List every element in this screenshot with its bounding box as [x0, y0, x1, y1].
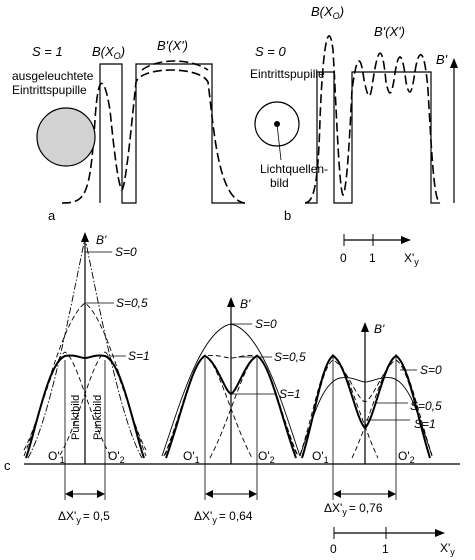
panel-b-image-profile — [304, 35, 441, 204]
scale-bottom-tick-0-label: 0 — [330, 542, 337, 556]
c-mid-delta-label: ΔX'y= 0,64 — [194, 509, 253, 525]
scale-top: 0 1 X'y — [340, 234, 419, 267]
c-left-psf-2 — [59, 351, 147, 456]
c-mid-delta-arrow-l — [205, 490, 213, 498]
c-right-axis-arrowhead — [361, 322, 369, 332]
panel-c-middle: S=0 S=0,5 S=1 B' O'1 O'2 ΔX'y= 0,64 — [161, 297, 306, 525]
c-right-delta-arrow-r — [388, 490, 396, 498]
scale-bottom: 0 1 X'y — [330, 527, 455, 557]
c-right-o1-label: O'1 — [312, 449, 329, 465]
panel-a-image-profile-cap — [141, 60, 209, 71]
panel-c: c S=0 S=0,5 S=1 B' Punktbild Punkt — [4, 232, 460, 525]
c-mid-psf-2 — [209, 354, 298, 459]
c-mid-label-s05: S=0,5 — [274, 350, 306, 364]
scale-top-tick-0-label: 0 — [340, 251, 347, 265]
c-right-label-s05: S=0,5 — [410, 399, 442, 413]
panel-b-s-label: S = 0 — [255, 44, 286, 59]
c-right-curve-s0 — [299, 377, 433, 457]
c-left-o2-label: O'2 — [108, 449, 125, 465]
panel-b-object-profile — [305, 71, 440, 204]
panel-a-letter: a — [48, 208, 56, 223]
panel-b-axis-label: B' — [436, 52, 448, 67]
c-mid-o1-label: O'1 — [183, 449, 200, 465]
c-mid-label-s1: S=1 — [279, 387, 301, 401]
panel-b-letter: b — [284, 208, 291, 223]
c-right-psf-1 — [299, 354, 379, 459]
scale-bottom-arrowhead — [435, 529, 445, 537]
c-left-label-s05: S=0,5 — [116, 296, 148, 310]
panel-c-letter: c — [4, 458, 11, 473]
c-left-o1-label: O'1 — [48, 449, 65, 465]
c-left-label-s1: S=1 — [128, 349, 150, 363]
c-mid-psf-1 — [164, 354, 253, 459]
panel-b-source-label-2: bild — [270, 176, 289, 190]
panel-b-image-label: B'(X') — [374, 24, 405, 39]
c-left-punktbild-1: Punktbild — [70, 395, 82, 440]
c-mid-axis-label: B' — [240, 297, 251, 311]
c-right-axis-label: B' — [374, 322, 385, 336]
c-right-label-s0: S=0 — [420, 363, 442, 377]
c-left-curve-s0 — [27, 237, 143, 459]
c-right-o2-label: O'2 — [398, 449, 415, 465]
panel-a-pupil-label-1: ausgeleuchtete — [12, 69, 94, 83]
panel-c-left: S=0 S=0,5 S=1 B' Punktbild Punktbild O'1… — [23, 232, 150, 525]
c-left-label-s0: S=0 — [115, 245, 137, 259]
panel-a-s-label: S = 1 — [32, 44, 63, 59]
c-left-axis-arrowhead — [81, 232, 89, 242]
panel-b-source-leader — [276, 123, 282, 161]
c-mid-o2-label: O'2 — [258, 449, 275, 465]
c-left-curve-s1 — [25, 354, 145, 459]
panel-a-object-label: B(XO) — [92, 44, 125, 61]
panel-a-object-profile — [99, 63, 245, 204]
panel-a-pupil-disc — [36, 107, 96, 167]
c-mid-axis-arrowhead — [227, 297, 235, 307]
panel-a-pupil-label-2: Eintrittspupille — [12, 83, 87, 97]
c-mid-label-s0: S=0 — [255, 317, 277, 331]
c-right-label-s1: S=1 — [414, 417, 436, 431]
c-left-delta-arrow-r — [97, 490, 105, 498]
panel-c-right: S=0 S=0,5 S=1 B' O'1 O'2 ΔX'y= 0,76 — [299, 322, 442, 517]
panel-a: S = 1 ausgeleuchtete Eintrittspupille B(… — [12, 38, 246, 223]
scale-top-tick-1-label: 1 — [369, 251, 376, 265]
c-left-axis-label: B' — [96, 233, 107, 247]
c-right-delta-label: ΔX'y= 0,76 — [324, 501, 383, 517]
c-right-curve-s1 — [301, 354, 431, 459]
panel-a-image-profile — [61, 69, 246, 204]
scale-bottom-tick-1-label: 1 — [382, 542, 389, 556]
panel-b-object-label: B(XO) — [311, 4, 344, 21]
c-right-delta-arrow-l — [333, 490, 341, 498]
c-left-punktbild-2: Punktbild — [92, 395, 104, 440]
scale-bottom-axis-label: X'y — [440, 541, 455, 557]
panel-b-pupil-label: Eintrittspupille — [250, 67, 325, 81]
panel-b-axis-arrowhead — [450, 58, 458, 68]
panel-b-source-label-1: Lichtquellen- — [260, 162, 328, 176]
c-left-delta-arrow-l — [65, 490, 73, 498]
c-mid-delta-arrow-r — [249, 490, 257, 498]
panel-b: S = 0 Eintrittspupille Lichtquellen- bil… — [250, 4, 458, 223]
scale-top-arrowhead — [401, 236, 411, 244]
panel-a-image-label: B'(X') — [157, 38, 188, 53]
c-left-delta-label: ΔX'y= 0,5 — [58, 509, 110, 525]
scale-top-axis-label: X'y — [404, 251, 419, 267]
